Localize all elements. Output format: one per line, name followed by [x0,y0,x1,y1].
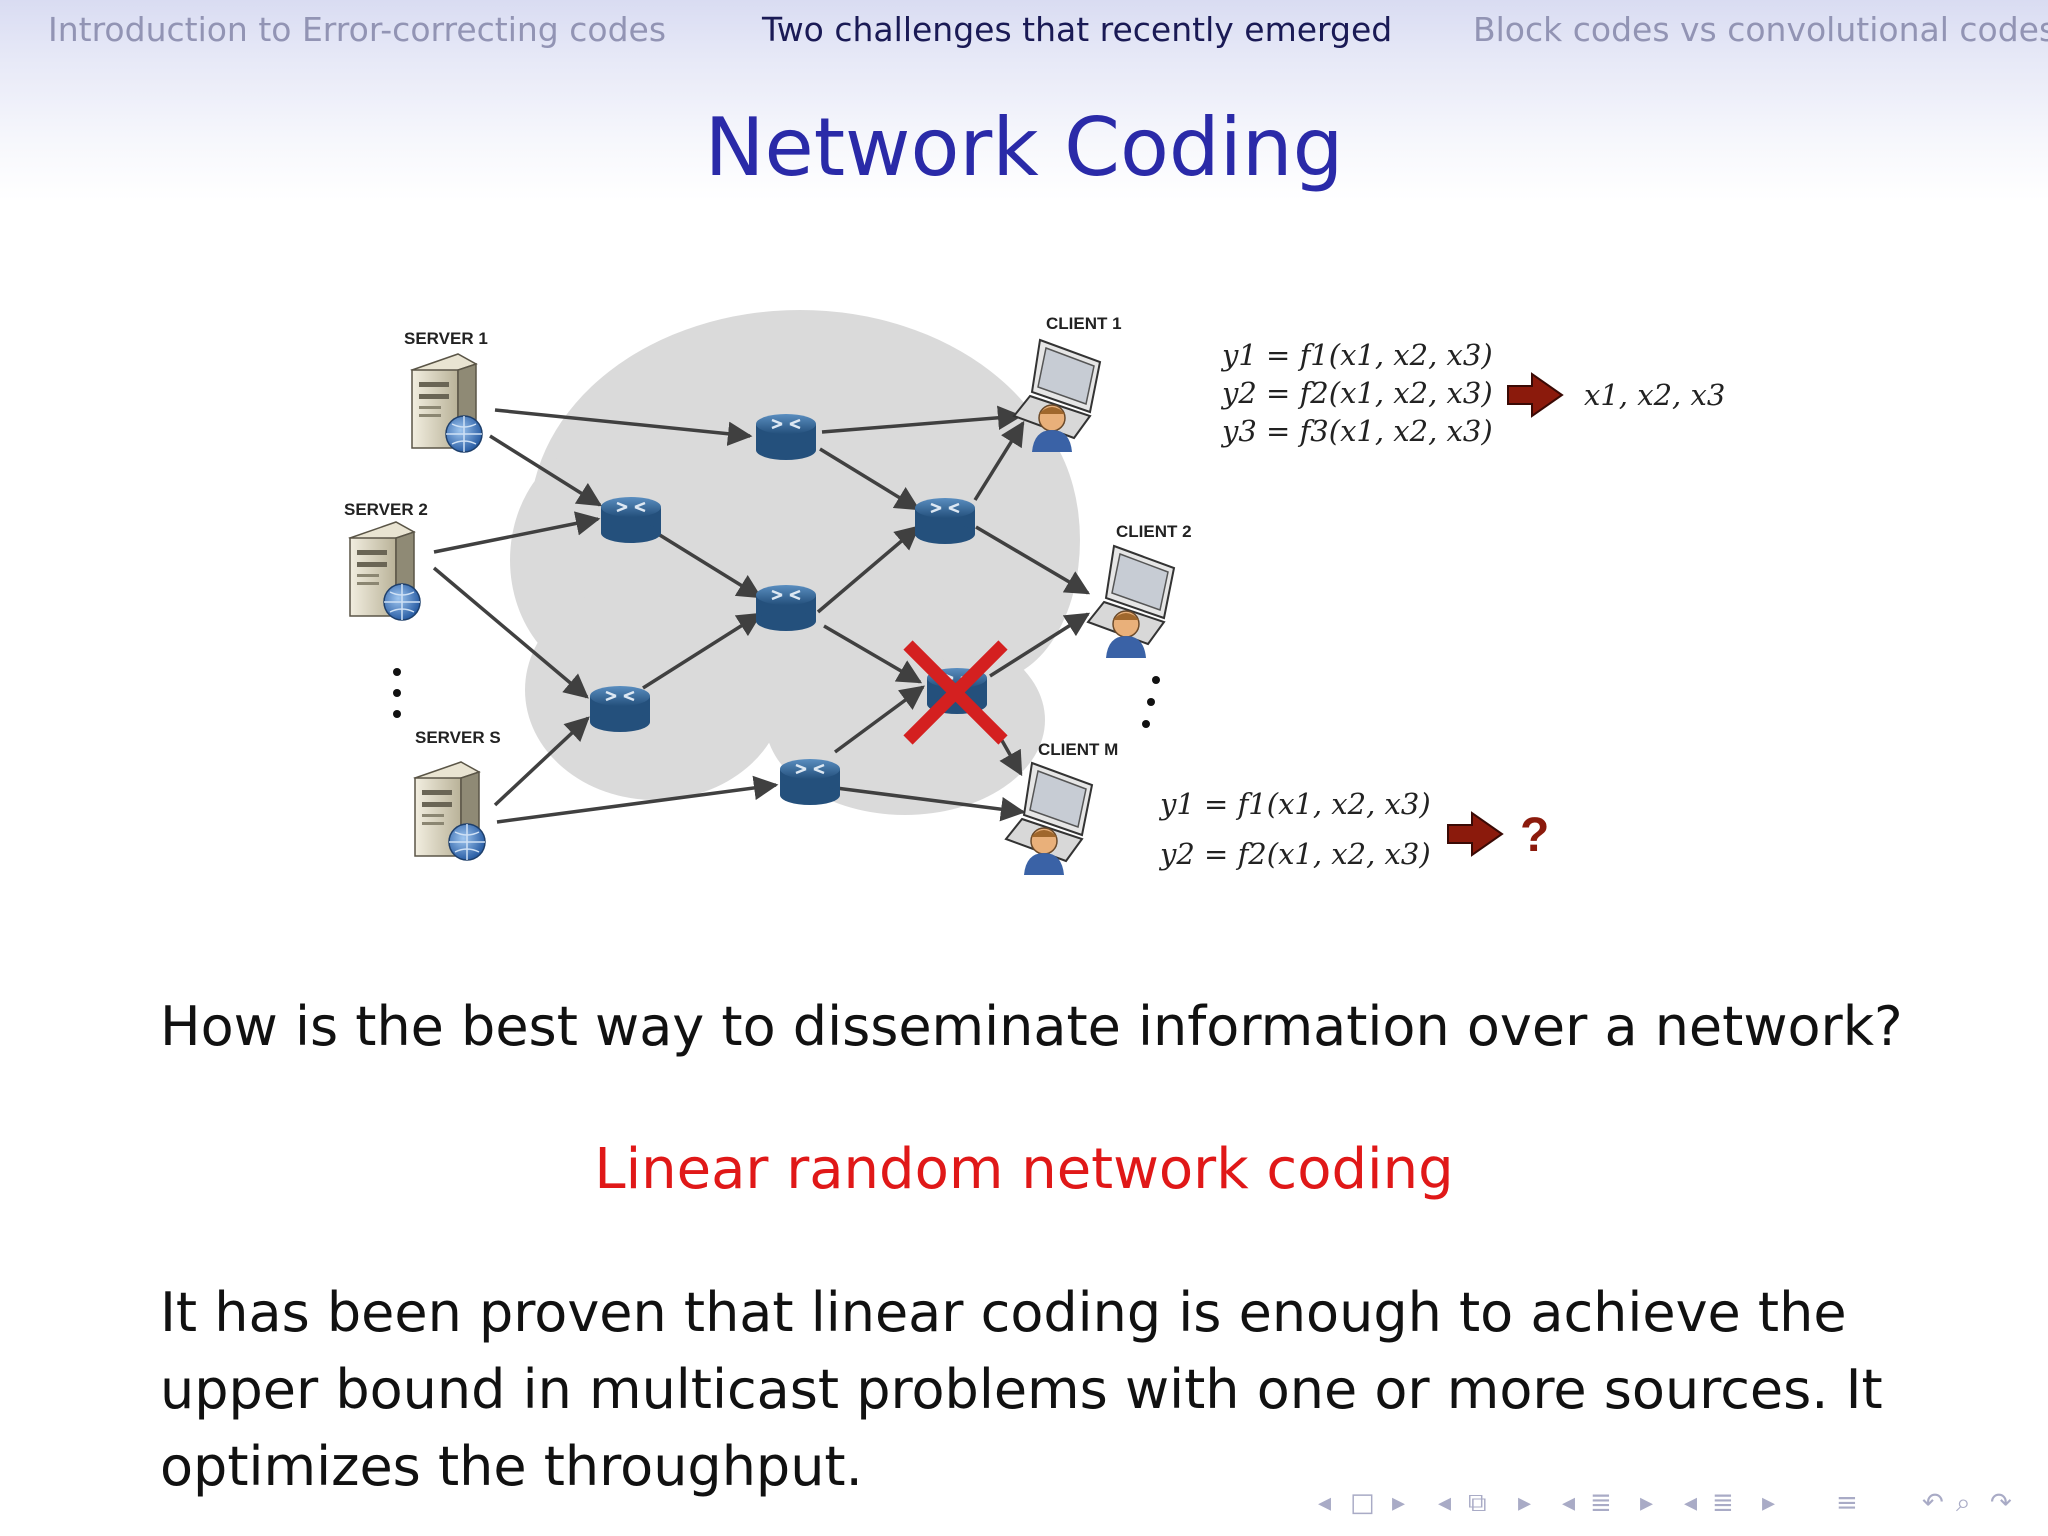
equation-top-2: y2 = f2(x1, x2, x3) [1220,376,1493,410]
decoded-result: x1, x2, x3 [1584,378,1725,412]
router-icon [599,495,663,545]
vertical-ellipsis [1142,676,1160,728]
slide-title: Network Coding [704,101,1344,194]
result-arrow-icon [1507,372,1564,418]
nav-redo-icon[interactable]: ↷ [1990,1488,2012,1518]
unknown-result-question-mark: ? [1520,809,1549,862]
equation-top-3: y3 = f3(x1, x2, x3) [1220,414,1493,448]
nav-section-challenges[interactable]: Two challenges that recently emerged [762,10,1393,49]
server-1-label: SERVER 1 [404,329,488,348]
result-arrow-icon [1447,811,1504,857]
nav-next-subsection-icon[interactable]: ▸ [1518,1488,1532,1518]
highlight-text: Linear random network coding [594,1137,1454,1202]
nav-next-slide-icon[interactable]: ▸ [1762,1488,1776,1518]
client-2-label: CLIENT 2 [1116,522,1192,541]
network-links [432,405,1091,824]
nav-prev-section-icon[interactable]: ◂ [1562,1488,1576,1518]
client-m-label: CLIENT M [1038,740,1118,759]
server-s-icon [414,761,486,861]
nav-frame-icon[interactable]: □ [1350,1488,1375,1518]
server-1-icon [411,353,483,453]
nav-next-frame-icon[interactable]: ▸ [1392,1488,1406,1518]
router-icon [754,412,818,462]
router-icon [778,757,842,807]
nav-slide-icon[interactable]: ≣ [1712,1488,1734,1518]
client-1-label: CLIENT 1 [1046,314,1122,333]
paragraph-line-3: optimizes the throughput. [160,1435,863,1498]
server-s-label: SERVER S [415,728,501,747]
equation-top-1: y1 = f1(x1, x2, x3) [1220,338,1493,372]
equation-bottom-1: y1 = f1(x1, x2, x3) [1158,787,1431,821]
paragraph-line-2: upper bound in multicast problems with o… [160,1358,1883,1421]
paragraph-line-1: It has been proven that linear coding is… [160,1281,1847,1344]
question-text: How is the best way to disseminate infor… [160,995,1903,1058]
nav-subsection-icon[interactable]: ⧉ [1468,1488,1487,1518]
nav-search-icon[interactable]: ⌕ [1956,1488,1971,1518]
client-2-icon [1087,545,1175,659]
network-diagram: SERVER 1 SERVER 2 SERVER S CLIENT 1 CLIE… [344,310,1725,876]
router-icon [754,583,818,633]
nav-section-icon[interactable]: ≣ [1590,1488,1612,1518]
server-2-icon [349,521,421,621]
failed-node-cross-icon [903,640,1008,745]
client-m-icon [1005,762,1093,876]
nav-align-icon[interactable]: ≡ [1836,1488,1858,1518]
router-icon [588,684,652,734]
nav-section-intro[interactable]: Introduction to Error-correcting codes [48,10,667,49]
vertical-ellipsis [393,668,401,718]
equation-bottom-2: y2 = f2(x1, x2, x3) [1158,837,1431,871]
beamer-header: Introduction to Error-correcting codes T… [0,0,2048,200]
server-2-label: SERVER 2 [344,500,428,519]
nav-prev-frame-icon[interactable]: ◂ [1318,1488,1332,1518]
router-icon [913,496,977,546]
nav-section-block-codes[interactable]: Block codes vs convolutional codes [1473,10,2048,49]
nav-prev-slide-icon[interactable]: ◂ [1684,1488,1698,1518]
beamer-navigation-bar: ◂ □ ▸ ◂ ⧉ ▸ ◂ ≣ ▸ ◂ ≣ ▸ ≡ ↶ ⌕ ↷ [1300,1488,2040,1522]
nav-next-section-icon[interactable]: ▸ [1640,1488,1654,1518]
nav-undo-icon[interactable]: ↶ [1922,1488,1944,1518]
nav-prev-subsection-icon[interactable]: ◂ [1438,1488,1452,1518]
